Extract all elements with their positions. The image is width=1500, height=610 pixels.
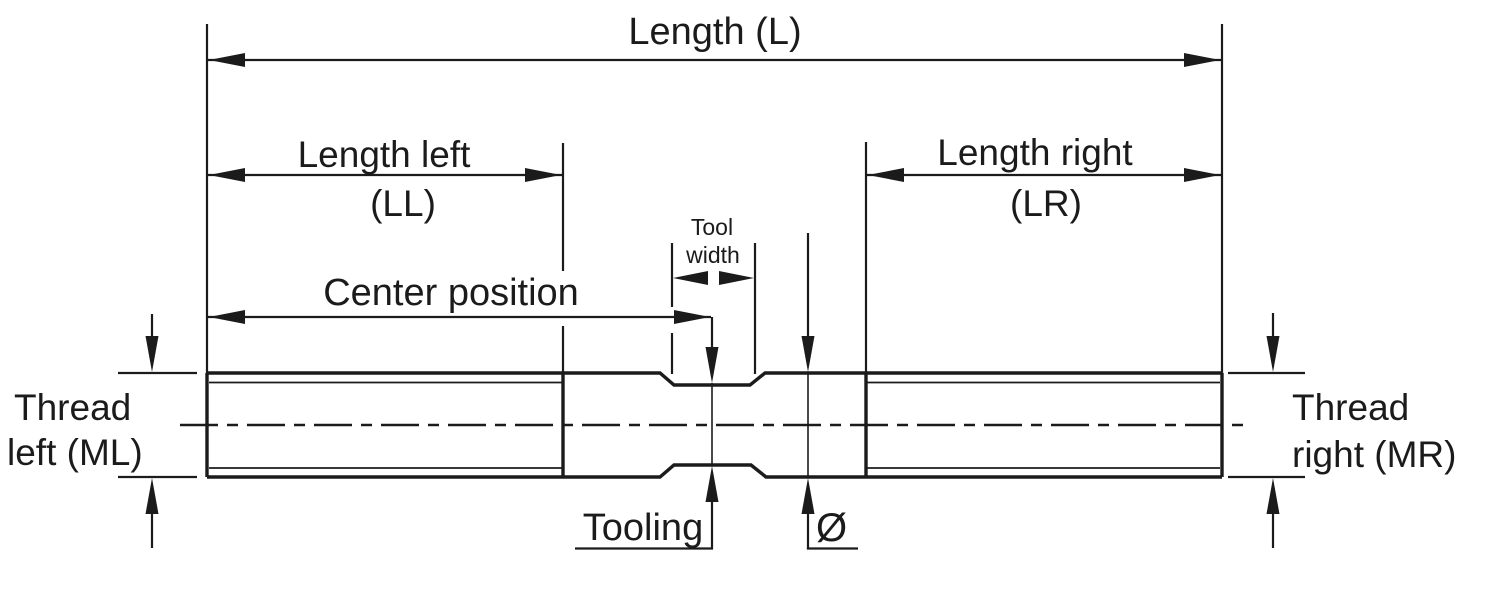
label-length-left-1: Length left [298,134,472,175]
arrow-ll-right [525,168,561,182]
extension-lines [118,24,1305,479]
labels: Length (L) Length left (LL) Length right… [7,11,1456,550]
label-length-right-2: (LR) [1010,183,1082,224]
arrow-centerpos-left [209,310,245,324]
arrow-ll-left [209,168,245,182]
label-tool-width-2: width [685,242,740,268]
thread-depth-lines [209,381,1220,469]
arrow-toolcenter-down [705,347,719,383]
arrow-lr-right [1184,168,1220,182]
label-thread-right-2: right (MR) [1292,434,1456,475]
arrow-ml-down [145,336,159,372]
drawing-geometry [118,24,1305,550]
label-tool-width-1: Tool [691,214,733,240]
arrow-length-left [209,53,245,67]
arrow-toolwidth-right [719,271,754,285]
dimension-lines [150,58,1275,550]
arrow-centerpos-right [674,310,710,324]
label-diameter-symbol: Ø [816,506,847,550]
arrowheads [145,53,1280,514]
arrow-ml-up [145,478,159,514]
label-length-total: Length (L) [628,11,801,53]
arrow-mr-down [1266,336,1280,372]
label-center-position: Center position [323,272,579,314]
label-thread-left-2: left (ML) [7,432,143,473]
label-thread-left-1: Thread [14,387,131,428]
pass-through-lines [711,372,809,478]
arrow-lr-left [868,168,904,182]
arrow-toolwidth-left [673,271,708,285]
arrow-tooling-up [705,466,719,502]
label-tooling: Tooling [583,507,703,549]
label-thread-right-1: Thread [1292,387,1409,428]
arrow-mr-up [1266,478,1280,514]
label-length-left-2: (LL) [370,183,436,224]
arrow-length-right [1184,53,1220,67]
arrow-diameter-up [801,478,815,514]
label-length-right-1: Length right [937,132,1133,173]
arrow-diameter-down [801,336,815,372]
